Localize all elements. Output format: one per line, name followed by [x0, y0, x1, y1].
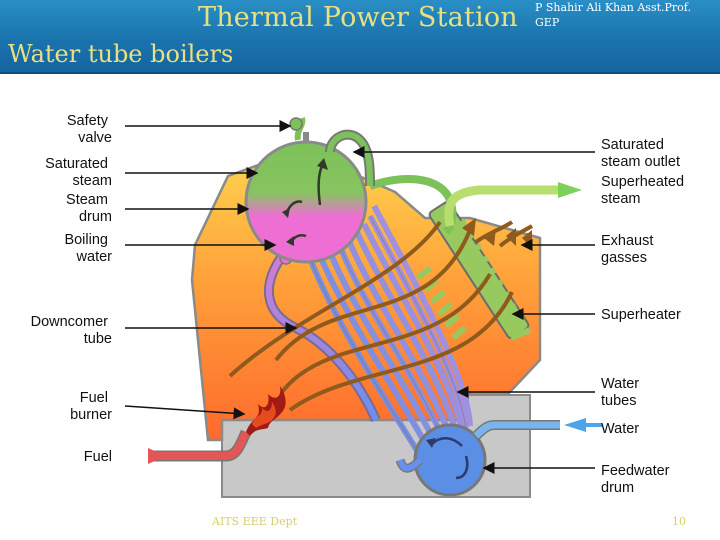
slide-title: Thermal Power Station — [198, 2, 518, 33]
author-department: GEP — [535, 16, 560, 29]
label-safety-valve: Safety valve — [67, 113, 112, 146]
label-exhaust-gasses: Exhaust gasses — [601, 233, 657, 266]
header-divider — [0, 72, 720, 74]
fuel-inlet-arrow — [148, 448, 166, 464]
slide-subtitle: Water tube boilers — [8, 40, 234, 68]
label-downcomer-tube: Downcomer tube — [31, 314, 112, 347]
label-feedwater-drum: Feedwater drum — [601, 463, 674, 496]
label-saturated-steam-outlet: Saturated steam outlet — [601, 137, 680, 170]
label-fuel: Fuel — [84, 449, 112, 465]
fuel-burner — [148, 386, 286, 464]
right-labels: Saturated steam outlet Superheated steam… — [601, 137, 688, 496]
flue-gas-arrows — [228, 220, 534, 412]
footer-department: AITS EEE Dept — [212, 515, 298, 528]
label-fuel-burner: Fuel burner — [70, 390, 112, 423]
page-number: 10 — [672, 515, 686, 528]
label-saturated-steam: Saturated steam — [45, 156, 112, 189]
left-labels: Safety valve Saturated steam Steam drum … — [31, 113, 113, 465]
label-superheated-steam: Superheated steam — [601, 174, 688, 207]
label-water-tubes: Water tubes — [601, 376, 643, 409]
author-credit: P Shahir Ali Khan Asst.Prof. — [535, 1, 691, 14]
label-steam-drum: Steam drum — [66, 192, 112, 225]
steam-drum — [244, 117, 375, 264]
leader-lines — [124, 120, 595, 474]
slide-header — [0, 0, 720, 72]
label-boiling-water: Boiling water — [64, 232, 112, 265]
label-water: Water — [601, 421, 639, 437]
feedwater-drum — [395, 418, 602, 497]
label-superheater: Superheater — [601, 307, 681, 323]
